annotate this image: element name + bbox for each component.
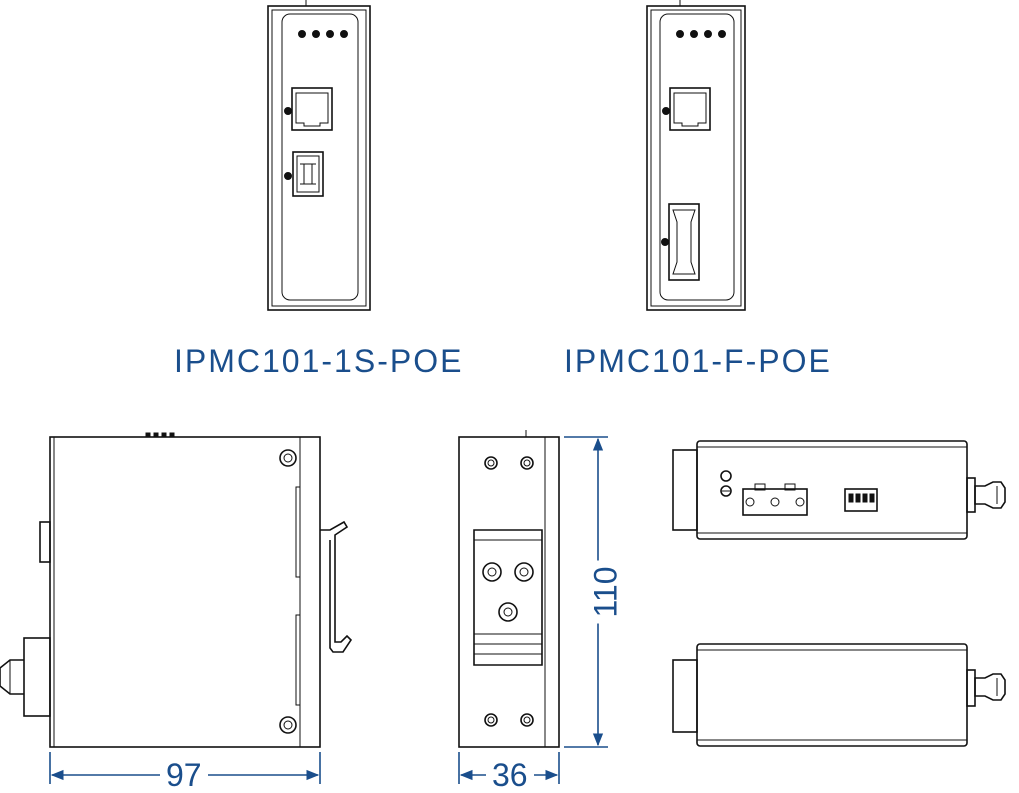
dimension-depth-value: 97	[160, 758, 208, 792]
dimension-lines	[49, 436, 608, 784]
bottom-view	[672, 643, 1006, 747]
sc-fiber-port	[661, 203, 700, 281]
model-label-f-poe: IPMC101-F-POE	[564, 343, 832, 379]
rj45-port	[662, 87, 711, 131]
side-view	[0, 432, 353, 748]
model-label-1s-poe: IPMC101-1S-POE	[174, 343, 464, 379]
sfp-port	[284, 151, 324, 197]
top-view	[672, 440, 1006, 540]
rj45-port	[284, 87, 333, 131]
rear-view	[458, 430, 560, 748]
dimension-height-value: 110	[588, 560, 624, 624]
dimension-width-value: 36	[486, 758, 534, 792]
led-indicators	[676, 30, 726, 38]
led-indicators	[298, 30, 348, 38]
front-view-f-poe	[646, 0, 746, 311]
front-view-1s-poe	[267, 0, 371, 311]
